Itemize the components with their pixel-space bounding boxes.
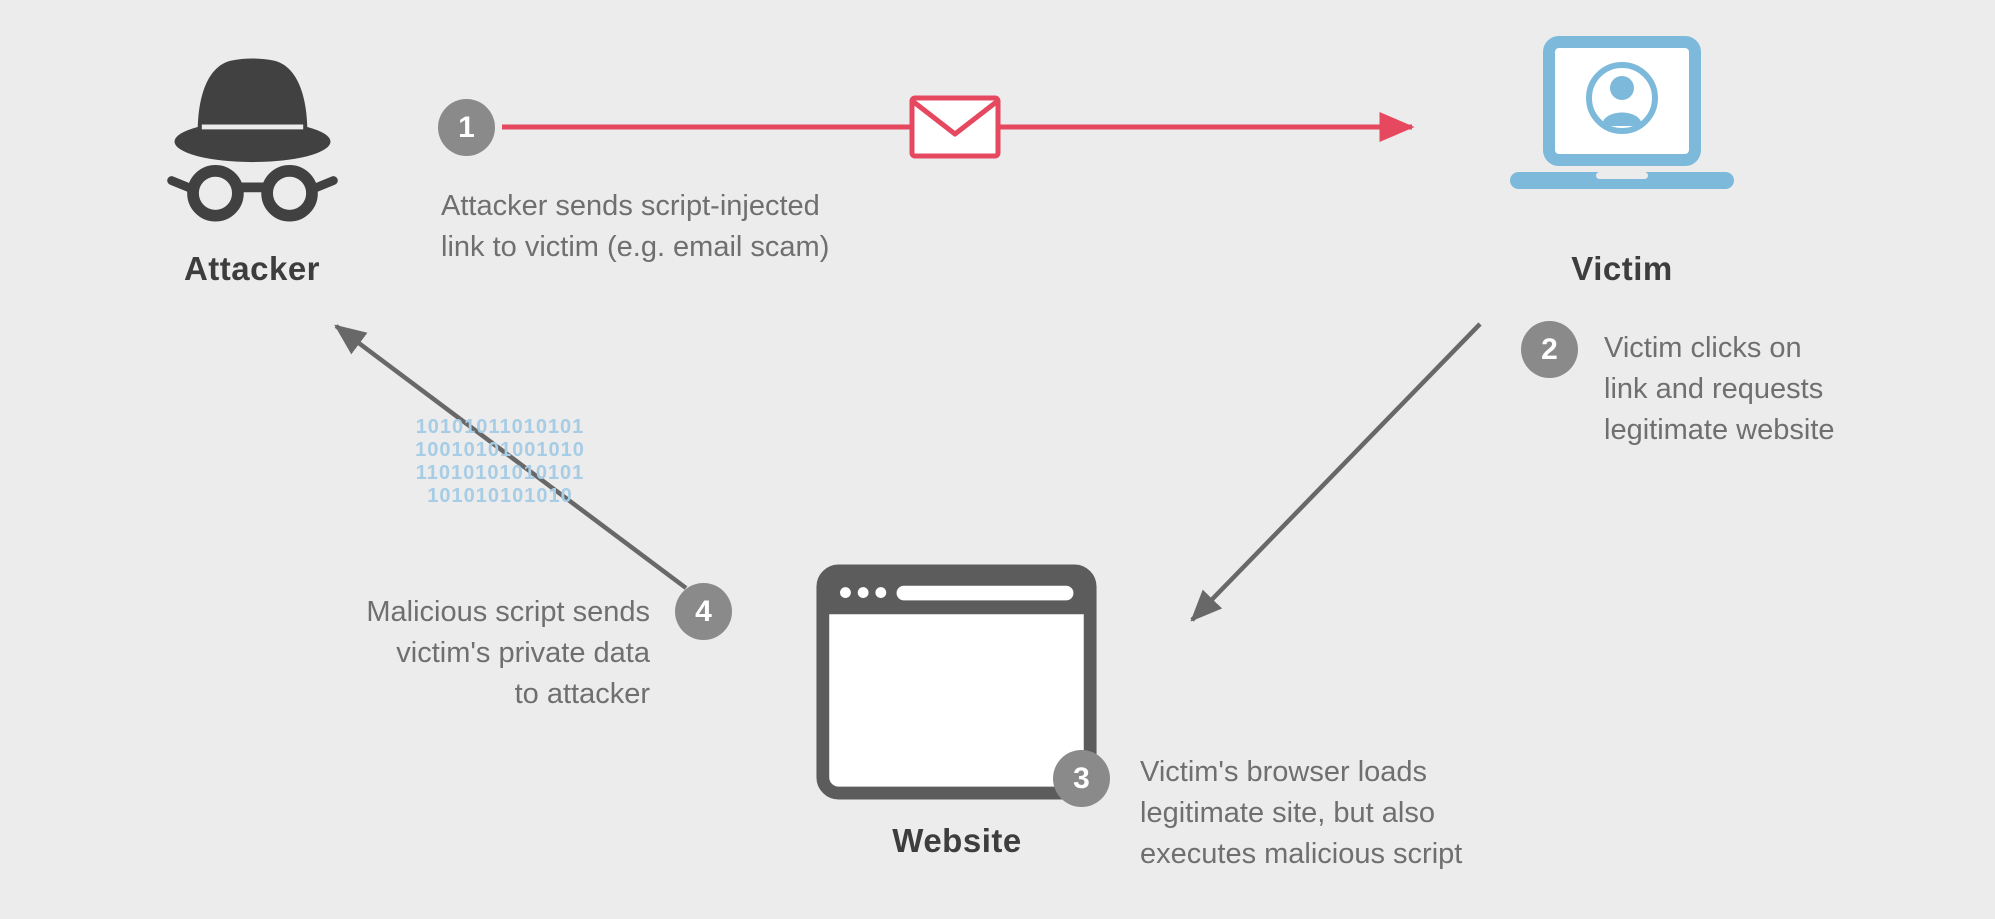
user-head-icon <box>1610 76 1634 100</box>
step2-arrow <box>1190 322 1482 622</box>
binary-line: 101010101010 <box>427 485 573 507</box>
step1-badge: 1 <box>438 99 495 156</box>
browser-dot-icon <box>875 587 887 598</box>
email-icon <box>909 95 1001 159</box>
browser-address-bar-icon <box>896 585 1074 601</box>
step4-text: Malicious script sends victim's private … <box>366 596 650 710</box>
browser-dot-icon <box>857 587 869 598</box>
website-label: Website <box>892 822 1022 859</box>
step4-badge: 4 <box>675 583 732 640</box>
binary-line: 11010101010101 <box>415 462 585 484</box>
binary-line: 10010101001010 <box>415 439 585 461</box>
step4-arrow <box>334 324 688 590</box>
user-shoulders-icon <box>1602 112 1642 126</box>
step3-badge: 3 <box>1053 750 1110 807</box>
binary-data-stream: 10101011010101 10010101001010 1101010101… <box>395 416 605 508</box>
victim-laptop-icon <box>1510 36 1734 189</box>
attacker-spy-icon <box>167 58 338 222</box>
victim-label: Victim <box>1571 250 1673 287</box>
browser-dot-icon <box>840 587 851 598</box>
step3-text: Victim's browser loads legitimate site, … <box>1140 756 1463 870</box>
website-browser-icon <box>816 564 1097 800</box>
attacker-label: Attacker <box>183 250 321 287</box>
step1-text: Attacker sends script-injected link to v… <box>441 190 830 263</box>
step2-badge: 2 <box>1521 321 1578 378</box>
binary-line: 10101011010101 <box>415 416 585 438</box>
step2-text: Victim clicks on link and requests legit… <box>1604 332 1835 446</box>
